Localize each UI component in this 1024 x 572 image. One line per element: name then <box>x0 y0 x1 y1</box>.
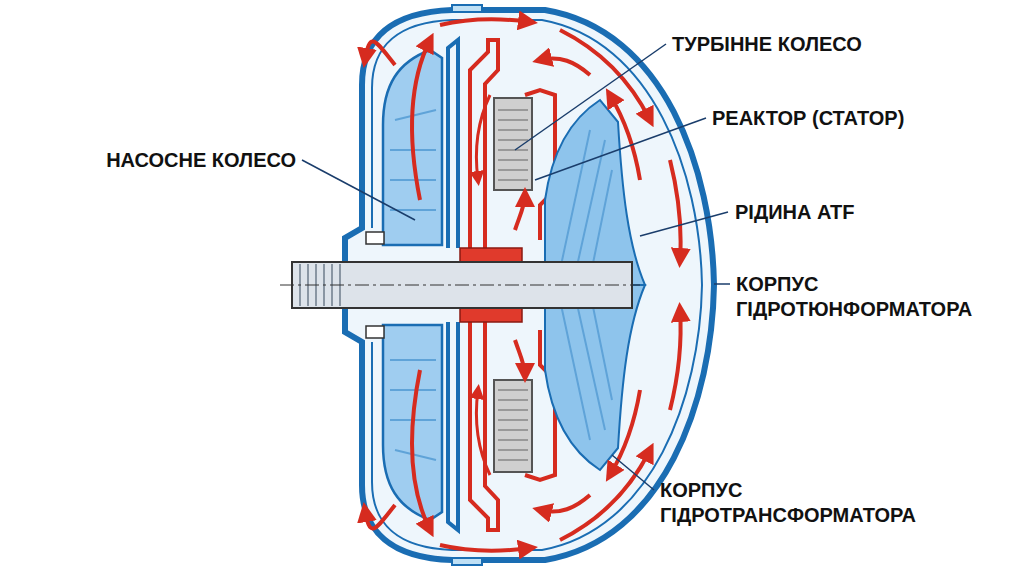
part-label: РІДИНА ATF <box>735 200 854 225</box>
part-label: НАСОСНЕ КОЛЕСО <box>106 148 296 173</box>
part-label: КОРПУС ГІДРОТЮНФОРМАТОРА <box>736 272 1016 322</box>
part-label: КОРПУС ГІДРОТРАНСФОРМАТОРА <box>660 478 960 528</box>
part-label: ТУРБІННЕ КОЛЕСО <box>672 32 862 57</box>
part-label: РЕАКТОР (СТАТОР) <box>712 106 904 131</box>
